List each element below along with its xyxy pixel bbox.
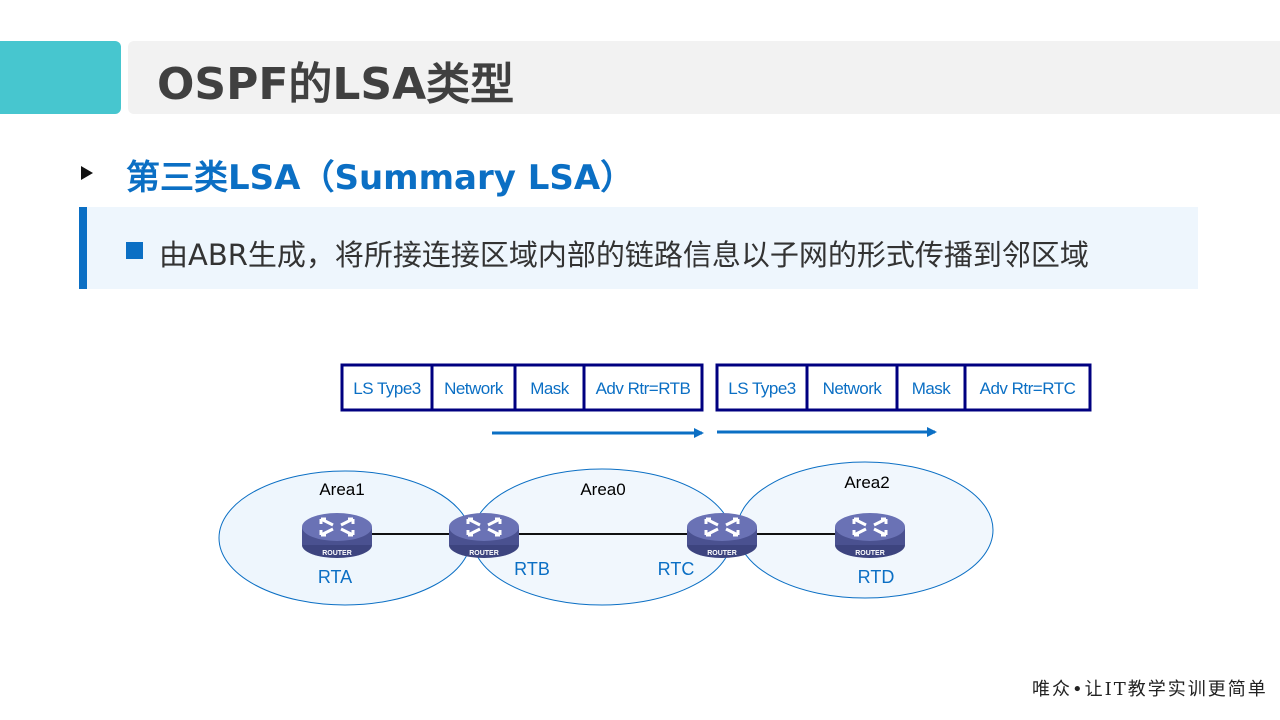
description-box [79,207,1198,289]
router-badge: ROUTER [855,550,885,557]
router-badge: ROUTER [707,550,737,557]
page-title: OSPF的LSA类型 [157,59,515,110]
lsa-field-label: Mask [912,379,952,398]
router-badge: ROUTER [322,550,352,557]
router-label: RTC [658,559,695,579]
lsa-field-cell [430,363,517,412]
lsa-field-label: LS Type3 [353,379,421,398]
area-label: Area2 [844,473,889,492]
lsa-field-cell [582,363,704,412]
footer-slogan: 唯众•让IT教学实训更简单 [1032,679,1268,700]
lsa-field-cell [513,363,586,412]
lsa-field-cell [895,363,967,412]
bullet-square-icon [126,242,143,259]
router-label: RTD [858,567,895,587]
lsa-field-cell [715,363,809,412]
router-label: RTB [514,559,550,579]
lsa-field-label: Network [444,379,504,398]
section-heading: 第三类LSA（Summary LSA） [126,158,635,198]
lsa-field-label: Adv Rtr=RTB [596,379,691,398]
description-text: 由ABR生成，将所接连接区域内部的链路信息以子网的形式传播到邻区域 [159,238,1089,272]
lsa-field-label: Mask [530,379,570,398]
lsa-field-cell [963,363,1092,412]
router-badge: ROUTER [469,550,499,557]
bullet-triangle-icon [81,166,93,180]
title-bar [128,41,1280,114]
lsa-field-label: LS Type3 [728,379,796,398]
lsa-field-label: Network [823,379,883,398]
lsa-packets: LS Type3 Network Mask Adv Rtr=RTB LS Type3 Ne… [340,363,1092,412]
router-label: RTA [318,567,352,587]
area-label: Area1 [319,480,364,499]
lsa-field-label: Adv Rtr=RTC [980,379,1076,398]
area-label: Area0 [580,480,625,499]
title-accent [0,41,121,114]
